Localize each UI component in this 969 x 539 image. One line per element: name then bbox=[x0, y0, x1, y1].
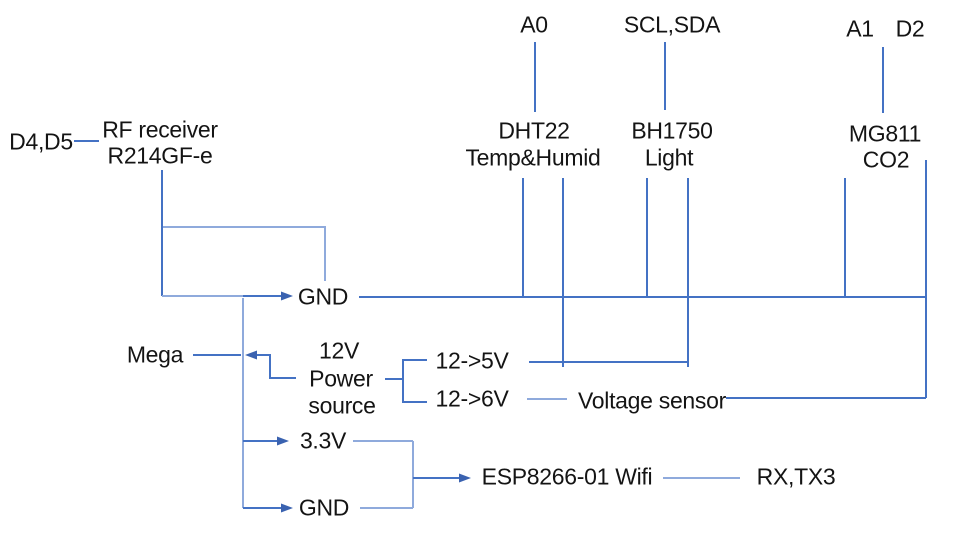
label-gnd-lower: GND bbox=[298, 494, 350, 521]
label-pin-d2: D2 bbox=[895, 15, 925, 42]
label-sensor-co2: CO2 bbox=[862, 146, 910, 173]
label-sensor-temp-humid: Temp&Humid bbox=[465, 144, 601, 171]
label-sensor-bh1750: BH1750 bbox=[631, 117, 713, 144]
label-pin-rx-tx3: RX,TX3 bbox=[756, 463, 836, 490]
wire-power-to-mega-arrowhead bbox=[245, 350, 257, 360]
wire-power-bracket bbox=[402, 359, 427, 403]
label-pin-a1: A1 bbox=[846, 15, 874, 42]
label-pin-a0: A0 bbox=[520, 11, 548, 38]
wire-power-to-mega bbox=[257, 354, 296, 379]
label-sensor-light: Light bbox=[644, 144, 694, 171]
wire-rf-elbow-to-gnd bbox=[163, 226, 326, 281]
label-voltage-sensor: Voltage sensor bbox=[578, 387, 726, 414]
label-sensor-mg811: MG811 bbox=[848, 120, 922, 147]
label-mega-board: Mega bbox=[126, 341, 184, 368]
label-power-source-word: source bbox=[308, 392, 376, 419]
label-esp8266-wifi: ESP8266-01 Wifi bbox=[481, 463, 653, 490]
label-converter-12-to-5v: 12->5V bbox=[435, 347, 509, 374]
wire-gnd-feed-arrowhead bbox=[281, 291, 293, 301]
label-rf-receiver: RF receiver bbox=[102, 116, 218, 143]
label-rf-model-r214gf-e: R214GF-e bbox=[107, 142, 213, 169]
label-gnd-bus: GND bbox=[297, 283, 349, 310]
label-rail-3v3: 3.3V bbox=[299, 427, 347, 454]
label-power-12v: 12V bbox=[318, 337, 360, 364]
label-converter-12-to-6v: 12->6V bbox=[435, 385, 509, 412]
wire-esp-feed-arrowhead bbox=[459, 473, 471, 483]
wire-gnd2-feed-arrowhead bbox=[281, 503, 293, 513]
wire-v33-feed-arrowhead bbox=[277, 436, 289, 446]
label-power-word: Power bbox=[309, 365, 373, 392]
label-pin-scl-sda: SCL,SDA bbox=[623, 11, 721, 38]
label-sensor-dht22: DHT22 bbox=[498, 117, 570, 144]
label-pin-d4-d5: D4,D5 bbox=[9, 128, 73, 155]
